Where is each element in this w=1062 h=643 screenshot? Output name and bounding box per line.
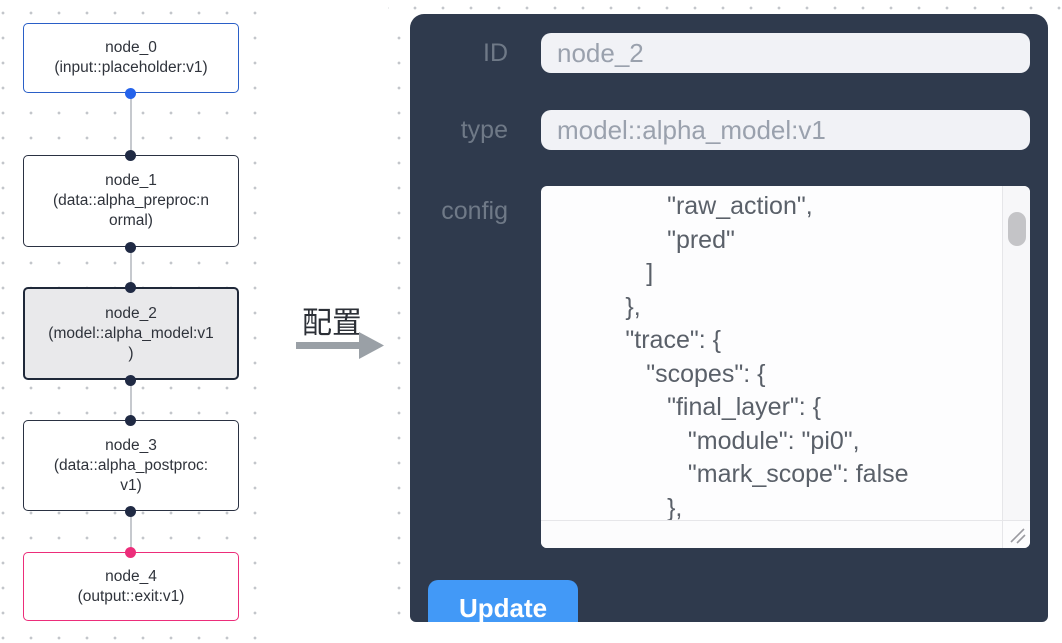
right-arrow-icon xyxy=(296,332,384,359)
type-input[interactable] xyxy=(541,110,1030,150)
node-type-label: (input::placeholder:v1) xyxy=(54,59,208,76)
node_2-source-handle[interactable] xyxy=(125,375,136,386)
panel-canvas-dots-top xyxy=(388,0,1062,16)
node-title: node_0 xyxy=(105,39,157,56)
node-node_4[interactable]: node_4 (output::exit:v1) xyxy=(23,552,239,621)
edge-node2-node3 xyxy=(130,380,132,420)
annotation-label: 配置 xyxy=(302,307,362,340)
type-field-label: type xyxy=(460,116,508,144)
node_4-target-handle[interactable] xyxy=(125,547,136,558)
vertical-scrollbar-track[interactable] xyxy=(1002,186,1030,521)
node-node_0[interactable]: node_0 (input::placeholder:v1) xyxy=(23,23,239,93)
node-node_1[interactable]: node_1 (data::alpha_preproc:n ormal) xyxy=(23,155,239,247)
node_1-source-handle[interactable] xyxy=(125,242,136,253)
id-field-label: ID xyxy=(483,39,508,67)
node-type-label: (data::alpha_preproc:n ormal) xyxy=(53,192,209,229)
node_3-target-handle[interactable] xyxy=(125,415,136,426)
node-node_2[interactable]: node_2 (model::alpha_model:v1 ) xyxy=(23,287,239,380)
node-config-panel: ID type config "raw_action", "pred" ] },… xyxy=(410,14,1048,622)
update-button[interactable]: Update xyxy=(428,580,578,622)
node-title: node_3 xyxy=(105,436,157,454)
horizontal-scrollbar-track[interactable] xyxy=(541,520,1003,548)
node_3-source-handle[interactable] xyxy=(125,506,136,517)
node-type-label: (data::alpha_postproc: v1) xyxy=(53,456,209,494)
node_0-source-handle[interactable] xyxy=(125,88,136,99)
textarea-resize-handle[interactable] xyxy=(1002,520,1030,548)
node_2-target-handle[interactable] xyxy=(125,282,136,293)
edge-node3-node4 xyxy=(130,511,132,552)
id-input[interactable] xyxy=(541,33,1030,73)
edge-node1-node2 xyxy=(130,247,132,287)
config-json-text[interactable]: "raw_action", "pred" ] }, "trace": { "sc… xyxy=(625,192,909,520)
node-title: node_2 xyxy=(105,304,157,322)
config-textarea[interactable]: "raw_action", "pred" ] }, "trace": { "sc… xyxy=(541,186,1030,548)
edge-node0-node1 xyxy=(130,93,132,155)
config-field-label: config xyxy=(441,197,508,225)
node-title: node_4 xyxy=(105,567,157,585)
node-type-label: (model::alpha_model:v1 ) xyxy=(48,324,214,362)
node_1-target-handle[interactable] xyxy=(125,150,136,161)
panel-canvas-dots-left xyxy=(388,16,412,622)
node-node_3[interactable]: node_3 (data::alpha_postproc: v1) xyxy=(23,420,239,511)
node-title: node_1 xyxy=(105,172,157,189)
node-type-label: (output::exit:v1) xyxy=(77,587,185,605)
vertical-scrollbar-thumb[interactable] xyxy=(1008,212,1026,246)
